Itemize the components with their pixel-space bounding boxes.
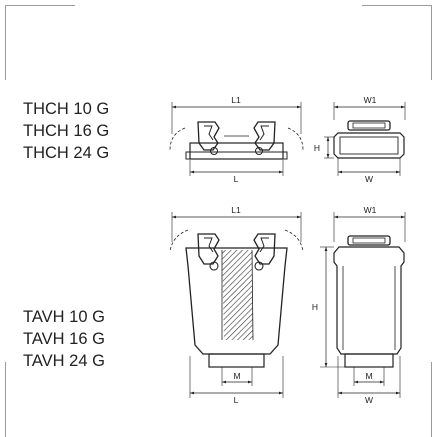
tavh-side-view [320, 212, 406, 398]
thch-side-view [324, 102, 406, 176]
dim-w-bottom: W [365, 395, 373, 405]
thch-model-list: THCH 10 G THCH 16 G THCH 24 G [23, 98, 109, 164]
frame-corner-top-left-h [5, 5, 75, 6]
frame-corner-bottom-left-v [5, 362, 6, 437]
model-label: TAVH 24 G [23, 352, 105, 370]
frame-corner-top-right-v [431, 5, 432, 80]
dim-l-top: L [234, 174, 239, 184]
model-label: THCH 24 G [23, 144, 110, 162]
dim-w1-bottom: W1 [364, 205, 377, 215]
model-label: TAVH 10 G [23, 308, 105, 326]
frame-corner-top-right-h [362, 5, 432, 6]
dim-m-bottom-side: M [365, 371, 372, 381]
tavh-model-list: TAVH 10 G TAVH 16 G TAVH 24 G [23, 306, 105, 372]
frame-corner-top-left-v [5, 5, 6, 80]
model-label: THCH 16 G [23, 122, 110, 140]
dim-h-top: H [314, 143, 320, 153]
dim-m-bottom-front: M [233, 371, 240, 381]
model-label: TAVH 16 G [23, 330, 105, 348]
thch-front-view [169, 102, 304, 176]
dim-l1-top: L1 [231, 95, 241, 105]
dim-h-bottom: H [312, 302, 318, 312]
tavh-front-view [169, 212, 304, 398]
dim-l-bottom: L [234, 395, 239, 405]
dim-l1-bottom: L1 [231, 205, 241, 215]
frame-corner-bottom-right-v [431, 362, 432, 437]
model-label: THCH 10 G [23, 100, 110, 118]
dim-w-top: W [365, 174, 373, 184]
dim-w1-top: W1 [364, 95, 377, 105]
